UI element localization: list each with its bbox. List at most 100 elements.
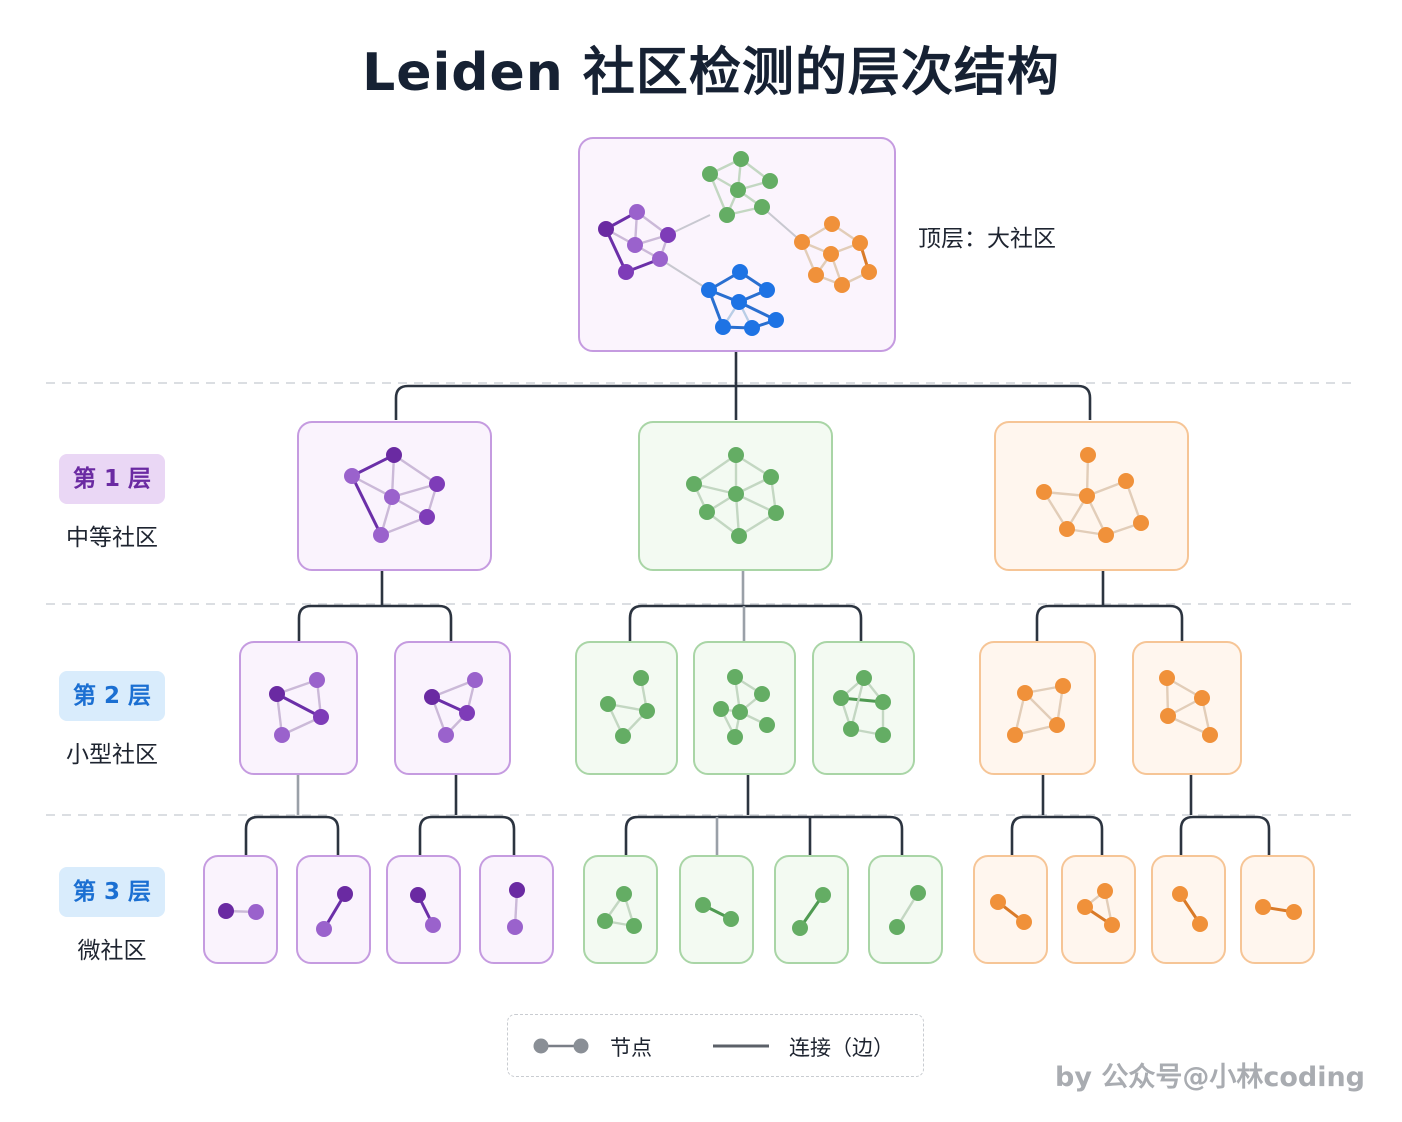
graph-node [763,469,779,485]
graph-node [438,727,454,743]
graph-node [715,319,731,335]
graph-node [615,728,631,744]
level3-box [386,855,461,964]
graph-node [808,267,824,283]
level-badge: 第 2 层 [59,671,165,721]
graph-node [1049,717,1065,733]
graph-node [652,251,668,267]
graph-node [1192,916,1208,932]
top-community-box [578,137,896,352]
graph-node [626,918,642,934]
graph-node [509,882,525,898]
graph-node [1055,678,1071,694]
graph-node [410,887,426,903]
graph-node [639,703,655,719]
level3-box [868,855,943,964]
graph-node [429,476,445,492]
graph-edge [380,515,428,537]
graph-node [843,721,859,737]
graph-node [762,173,778,189]
graph-node [861,264,877,280]
graph-edge [693,454,737,485]
graph-node [1255,899,1271,915]
graph-node [598,221,614,237]
graph-node [386,447,402,463]
graph-node [731,528,747,544]
graph-node [823,246,839,262]
graph-edge [350,475,383,536]
graph-node [719,207,735,223]
graph-node [754,199,770,215]
level-name: 微社区 [77,938,147,964]
graph-node [852,235,868,251]
graph-node [1172,886,1188,902]
graph-node [728,486,744,502]
graph-node [730,182,746,198]
graph-node [792,920,808,936]
graph-node [1077,899,1093,915]
legend-node-icon [573,1038,589,1054]
legend-edge-label: 连接（边） [789,1036,894,1060]
graph-node [759,282,775,298]
graph-node [889,919,905,935]
graph-node [686,476,702,492]
graph-node [1194,690,1210,706]
level3-box [973,855,1048,964]
level3-box [203,855,278,964]
graph-node [1007,727,1023,743]
graph-node [727,669,743,685]
graph-node [1202,727,1218,743]
level3-box [679,855,754,964]
graph-node [337,886,353,902]
graph-node [1017,685,1033,701]
graph-node [723,911,739,927]
graph-node [856,670,872,686]
graph-edge [849,677,866,730]
graph-node [313,709,329,725]
graph-node [1286,904,1302,920]
graph-node [990,894,1006,910]
legend: 节点 连接（边） [507,1014,924,1077]
graph-edge [393,454,438,485]
graph-node [618,264,634,280]
graph-edge [276,692,322,719]
level-1-label: 第 1 层 中等社区 [59,454,167,552]
level2-box [979,641,1096,775]
graph-node [1098,527,1114,543]
inter-community-edge [659,258,710,291]
graph-node [344,468,360,484]
legend-node-icon [533,1038,549,1054]
graph-node [467,672,483,688]
watermark: by 公众号@小林coding [1055,1062,1366,1093]
graph-node [732,704,748,720]
tree-connectors [244,352,1271,855]
graph-node [824,216,840,232]
graph-node [768,312,784,328]
graph-node [875,694,891,710]
top-level-label: 顶层：大社区 [918,226,1056,252]
graph-node [759,717,775,733]
graph-node [1160,708,1176,724]
graph-node [702,166,718,182]
level3-box [1151,855,1226,964]
page-title: Leiden 社区检测的层次结构 [362,43,1060,103]
graph-node [731,294,747,310]
graph-node [316,921,332,937]
graph-node [309,672,325,688]
level3-box [296,855,371,964]
graph-node [728,447,744,463]
graph-node [701,282,717,298]
graph-node [373,527,389,543]
graph-node [616,886,632,902]
legend-graphics [533,1038,769,1054]
graph-node [660,227,676,243]
graph-node [834,277,850,293]
level-badge: 第 1 层 [59,454,165,504]
graph-node [815,887,831,903]
level-name: 小型社区 [66,742,158,768]
level2-box [239,641,358,775]
graph-node [768,505,784,521]
graph-node [425,917,441,933]
graph-node [1080,447,1096,463]
